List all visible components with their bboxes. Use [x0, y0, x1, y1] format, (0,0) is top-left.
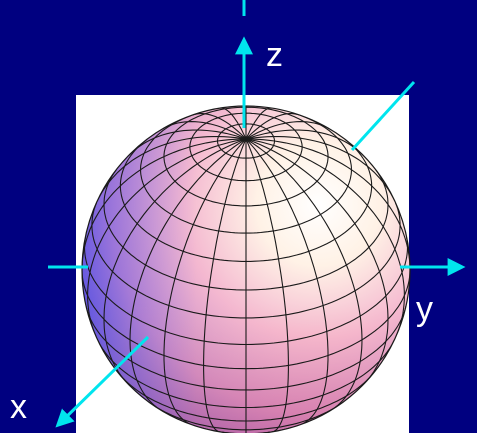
mesh-line — [203, 138, 247, 433]
mesh-line — [82, 138, 247, 271]
z-axis-label: z — [266, 36, 283, 74]
mesh-line — [245, 121, 330, 140]
y-axis: y — [48, 258, 466, 328]
mesh-line — [245, 138, 405, 335]
x-axis-back-segment — [350, 80, 416, 152]
mesh-line — [245, 107, 273, 140]
mesh-line — [245, 138, 410, 271]
x-axis: x — [10, 80, 416, 428]
mesh-line — [245, 138, 363, 410]
mesh-line — [245, 138, 329, 426]
x-axis-label: x — [10, 388, 27, 426]
z-axis: z — [235, 0, 283, 128]
mesh-line — [193, 113, 247, 140]
y-axis-label: y — [416, 290, 433, 328]
mesh-line — [162, 121, 247, 140]
mesh-line — [163, 138, 247, 426]
mesh-line — [103, 138, 247, 382]
mesh-line — [219, 107, 247, 140]
sphere — [81, 105, 411, 433]
mesh-line — [245, 113, 299, 140]
mesh-line — [245, 136, 396, 202]
sphere-mesh-grid — [82, 106, 410, 433]
mesh-line — [245, 138, 389, 382]
mesh-line — [245, 129, 365, 157]
mesh-line — [129, 138, 247, 410]
mesh-line — [245, 138, 289, 433]
sphere-outline — [81, 105, 411, 433]
mesh-line — [87, 138, 247, 335]
x-axis-arrow — [55, 335, 150, 428]
mesh-line — [127, 129, 247, 157]
mesh-line — [96, 136, 247, 202]
